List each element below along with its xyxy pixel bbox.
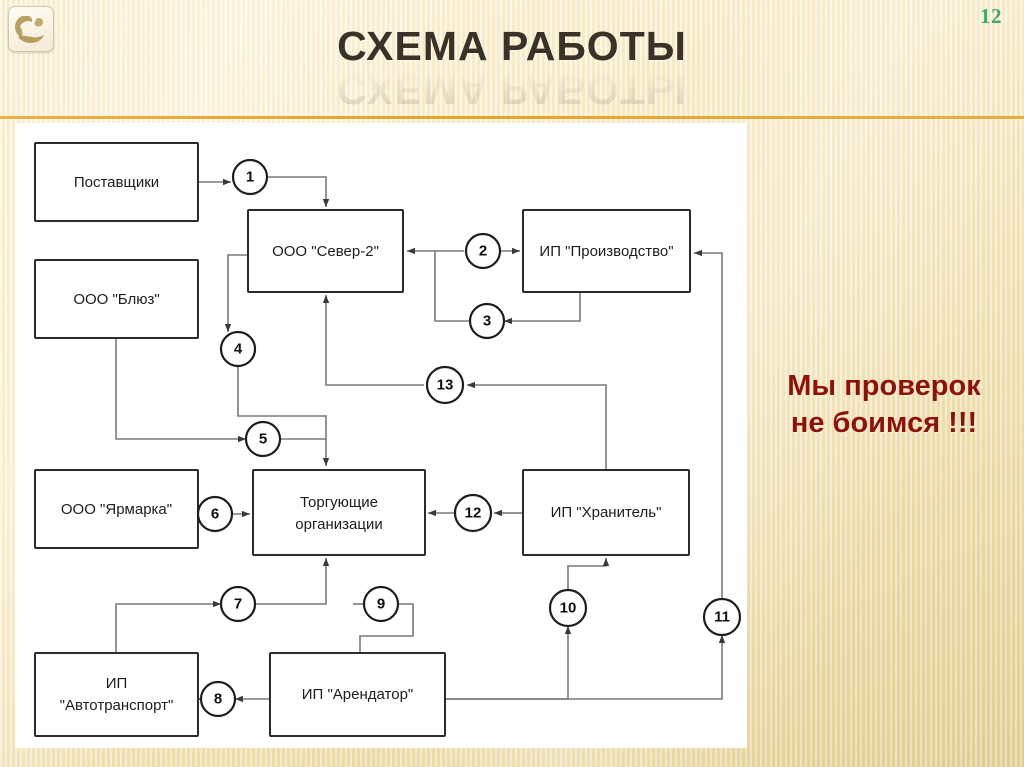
company-logo [8,6,54,52]
page-title-reflection: СХЕМА РАБОТЫ [337,67,687,113]
diagram-boxes [34,142,691,737]
svg-text:3: 3 [483,313,491,330]
label-postavshiki: Поставщики [74,174,159,191]
svg-text:5: 5 [259,431,267,448]
label-torguyushchie-line2: организации [295,516,382,533]
box-proizvodstvo [522,209,691,293]
svg-text:9: 9 [377,596,385,613]
page-title: СХЕМА РАБОТЫ [337,23,687,69]
box-bluz [34,259,199,339]
flow-marker-11: 11 [702,597,742,637]
label-arendator: ИП "Арендатор" [302,686,414,703]
label-avtotransport-line1: ИП [106,675,128,692]
box-avtotransport [34,652,199,737]
header-divider [0,116,1024,119]
flow-marker-1: 1 [231,158,269,196]
diagram-panel: Поставщики ООО "Блюз" ООО "Север-2" ИП "… [15,123,747,748]
flow-marker-12: 12 [453,493,493,533]
flow-marker-8: 8 [199,680,237,718]
label-sever2: ООО "Север-2" [272,243,379,260]
svg-text:1: 1 [246,169,254,186]
svg-text:6: 6 [211,506,219,523]
flow-marker-13: 13 [425,365,465,405]
label-hranitel: ИП "Хранитель" [551,504,662,521]
slogan-text: Мы проверок не боимся !!! [752,368,1016,442]
slogan-line-2: не боимся !!! [790,407,978,440]
flow-marker-10: 10 [548,588,588,628]
svg-text:2: 2 [479,243,487,260]
flow-marker-7: 7 [219,585,257,623]
svg-text:10: 10 [560,600,577,617]
flow-marker-4: 4 [219,330,257,368]
svg-text:12: 12 [465,505,482,522]
label-yarmarka: ООО "Ярмарка" [61,501,172,518]
label-torguyushchie-line1: Торгующие [300,494,378,511]
svg-text:8: 8 [214,691,222,708]
flow-marker-5: 5 [244,420,282,458]
flow-marker-6: 6 [196,495,234,533]
flow-marker-3: 3 [468,302,506,340]
box-sever2 [247,209,404,293]
label-bluz: ООО "Блюз" [73,291,159,308]
box-hranitel [522,469,690,556]
svg-text:11: 11 [714,609,730,626]
label-proizvodstvo: ИП "Производство" [539,243,673,260]
svg-text:7: 7 [234,596,242,613]
label-avtotransport-line2: "Автотранспорт" [60,697,174,714]
slogan-line-1: Мы проверок [787,370,981,402]
diagram-flow-markers: 1 2 3 4 5 [196,158,742,718]
page-number: 12 [980,4,1002,28]
svg-text:4: 4 [234,341,243,358]
diagram-box-labels: Поставщики ООО "Блюз" ООО "Север-2" ИП "… [60,174,674,714]
box-postavshiki [34,142,199,222]
slide-title-block: СХЕМА РАБОТЫ СХЕМА РАБОТЫ [0,23,1024,114]
box-arendator [269,652,446,737]
flow-marker-9: 9 [362,585,400,623]
workflow-diagram: Поставщики ООО "Блюз" ООО "Север-2" ИП "… [34,142,742,737]
flow-marker-2: 2 [464,232,502,270]
svg-text:13: 13 [437,377,454,394]
box-torguyushchie [252,469,426,556]
